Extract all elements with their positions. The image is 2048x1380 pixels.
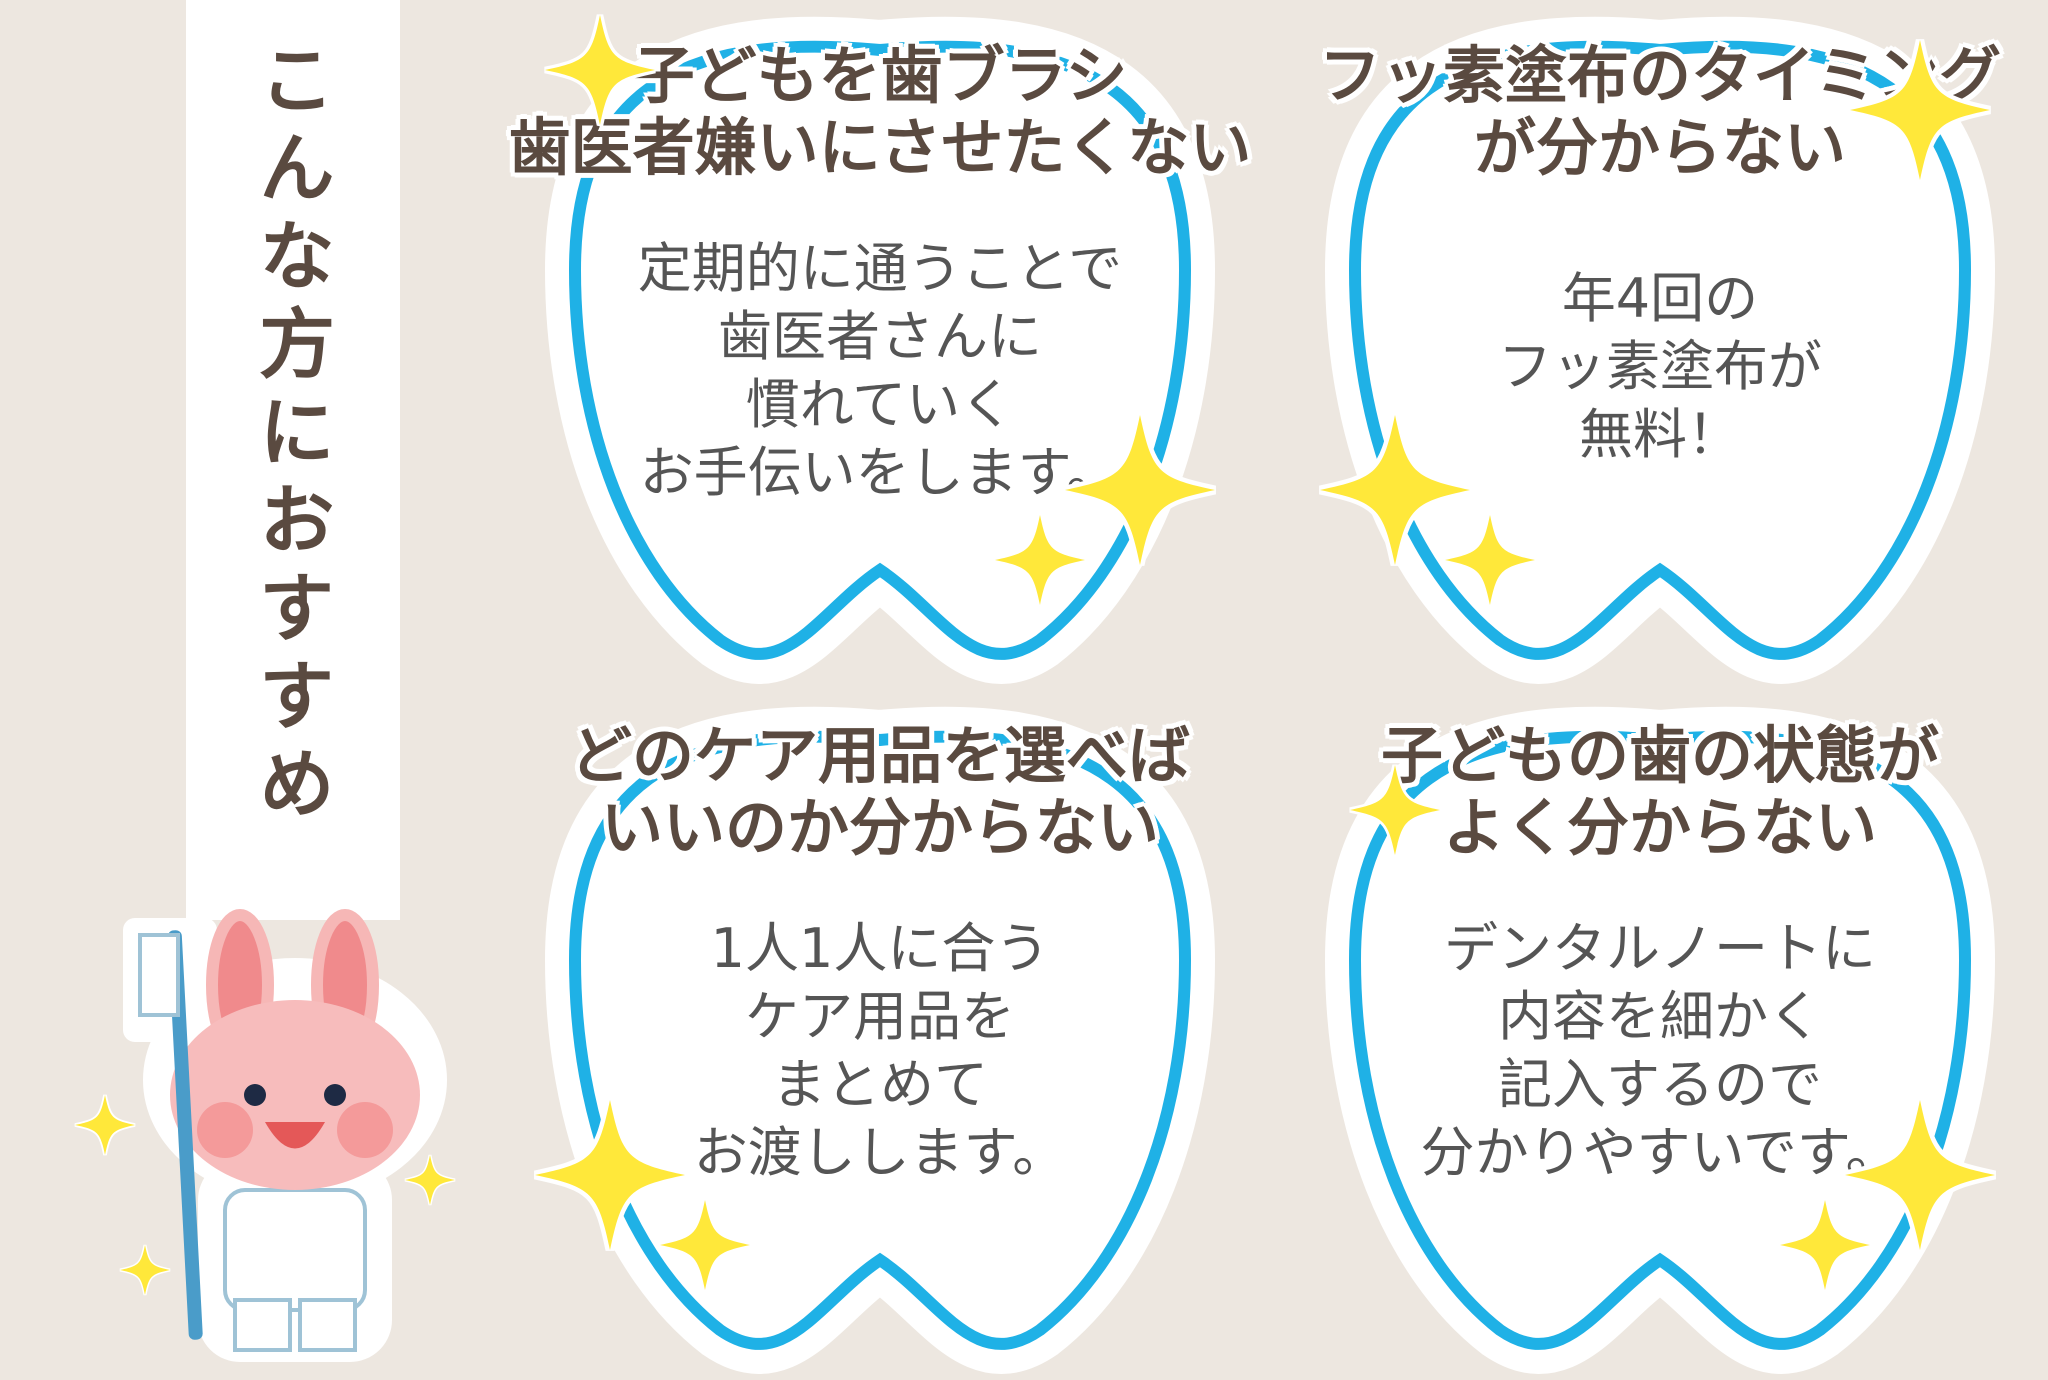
text-line: 子どもを歯ブラシ: [632, 39, 1128, 112]
text-line: 子どもの歯の状態が: [1380, 719, 1939, 792]
card-title: フッ素塗布のタイミングが分からない: [1240, 40, 2048, 184]
tooth-card-1: 子どもを歯ブラシ歯医者嫌いにさせたくない 定期的に通うことで歯医者さんに慣れてい…: [509, 10, 1251, 690]
text-line: お渡しします。: [693, 1121, 1067, 1184]
text-line: いいのか分からない: [600, 791, 1159, 864]
card-title: 子どもを歯ブラシ歯医者嫌いにさせたくない: [460, 40, 1300, 184]
tooth-card-3: どのケア用品を選べばいいのか分からない 1人1人に合うケア用品をまとめてお渡しし…: [520, 700, 1240, 1380]
card-body: デンタルノートに内容を細かく記入するので分かりやすいです。: [1360, 915, 1960, 1187]
tooth-card-4: 子どもの歯の状態がよく分からない デンタルノートに内容を細かく記入するので分かり…: [1300, 700, 2020, 1380]
text-line: 歯医者嫌いにさせたくない: [508, 111, 1252, 184]
card-body: 定期的に通うことで歯医者さんに慣れていくお手伝いをします。: [580, 235, 1180, 507]
text-line: フッ素塗布のタイミング: [1318, 39, 2001, 112]
card-body: 年4回のフッ素塗布が無料！: [1360, 265, 1960, 469]
section-heading: こんな方におすすめ: [246, 40, 335, 832]
card-title: 子どもの歯の状態がよく分からない: [1240, 720, 2048, 864]
text-line: フッ素塗布が: [1498, 335, 1822, 398]
tooth-card-2: フッ素塗布のタイミングが分からない 年4回のフッ素塗布が無料！: [1300, 10, 2020, 690]
rabbit-mascot-illustration: [123, 909, 447, 1362]
text-line: 歯医者さんに: [718, 305, 1042, 368]
text-line: が分からない: [1473, 111, 1846, 184]
text-line: 1人1人に合う: [710, 917, 1050, 980]
card-title: どのケア用品を選べばいいのか分からない: [460, 720, 1300, 864]
text-line: 無料！: [1579, 403, 1741, 466]
text-line: 年4回の: [1561, 267, 1759, 330]
text-line: 慣れていく: [745, 373, 1015, 436]
text-line: 分かりやすいです。: [1420, 1121, 1900, 1184]
text-line: どのケア用品を選べば: [569, 719, 1190, 792]
text-line: よく分からない: [1442, 791, 1877, 864]
text-line: デンタルノートに: [1444, 917, 1876, 980]
card-body: 1人1人に合うケア用品をまとめてお渡しします。: [580, 915, 1180, 1187]
text-line: ケア用品を: [745, 985, 1015, 1048]
text-line: お手伝いをします。: [639, 441, 1121, 504]
heading-strip: [186, 0, 400, 920]
text-line: 記入するので: [1498, 1053, 1822, 1116]
text-line: 内容を細かく: [1498, 985, 1822, 1048]
text-line: まとめて: [772, 1053, 988, 1116]
text-line: 定期的に通うことで: [637, 237, 1123, 300]
